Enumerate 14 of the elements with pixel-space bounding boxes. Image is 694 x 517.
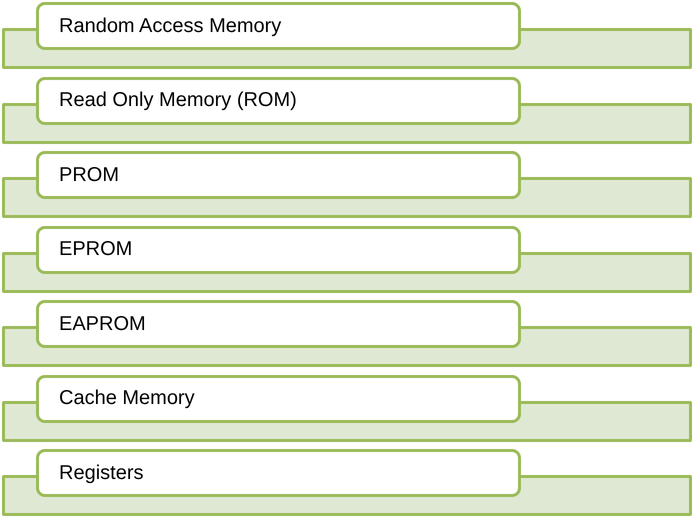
list-row-band: [2, 300, 692, 367]
item-label: Read Only Memory (ROM): [59, 89, 297, 112]
item-label: Cache Memory: [59, 387, 195, 410]
item-label: Random Access Memory: [59, 14, 282, 38]
list-row-band: [2, 151, 692, 218]
item-label: Registers: [59, 462, 144, 484]
list-row-band: [2, 2, 692, 69]
list-row-band: [2, 449, 692, 516]
item-label: PROM: [59, 164, 119, 186]
list-row-band: [2, 374, 692, 442]
list-row-band: [2, 226, 692, 292]
item-label: EAPROM: [59, 312, 146, 336]
item-label: EPROM: [59, 238, 132, 261]
list-row-band: [2, 76, 692, 144]
